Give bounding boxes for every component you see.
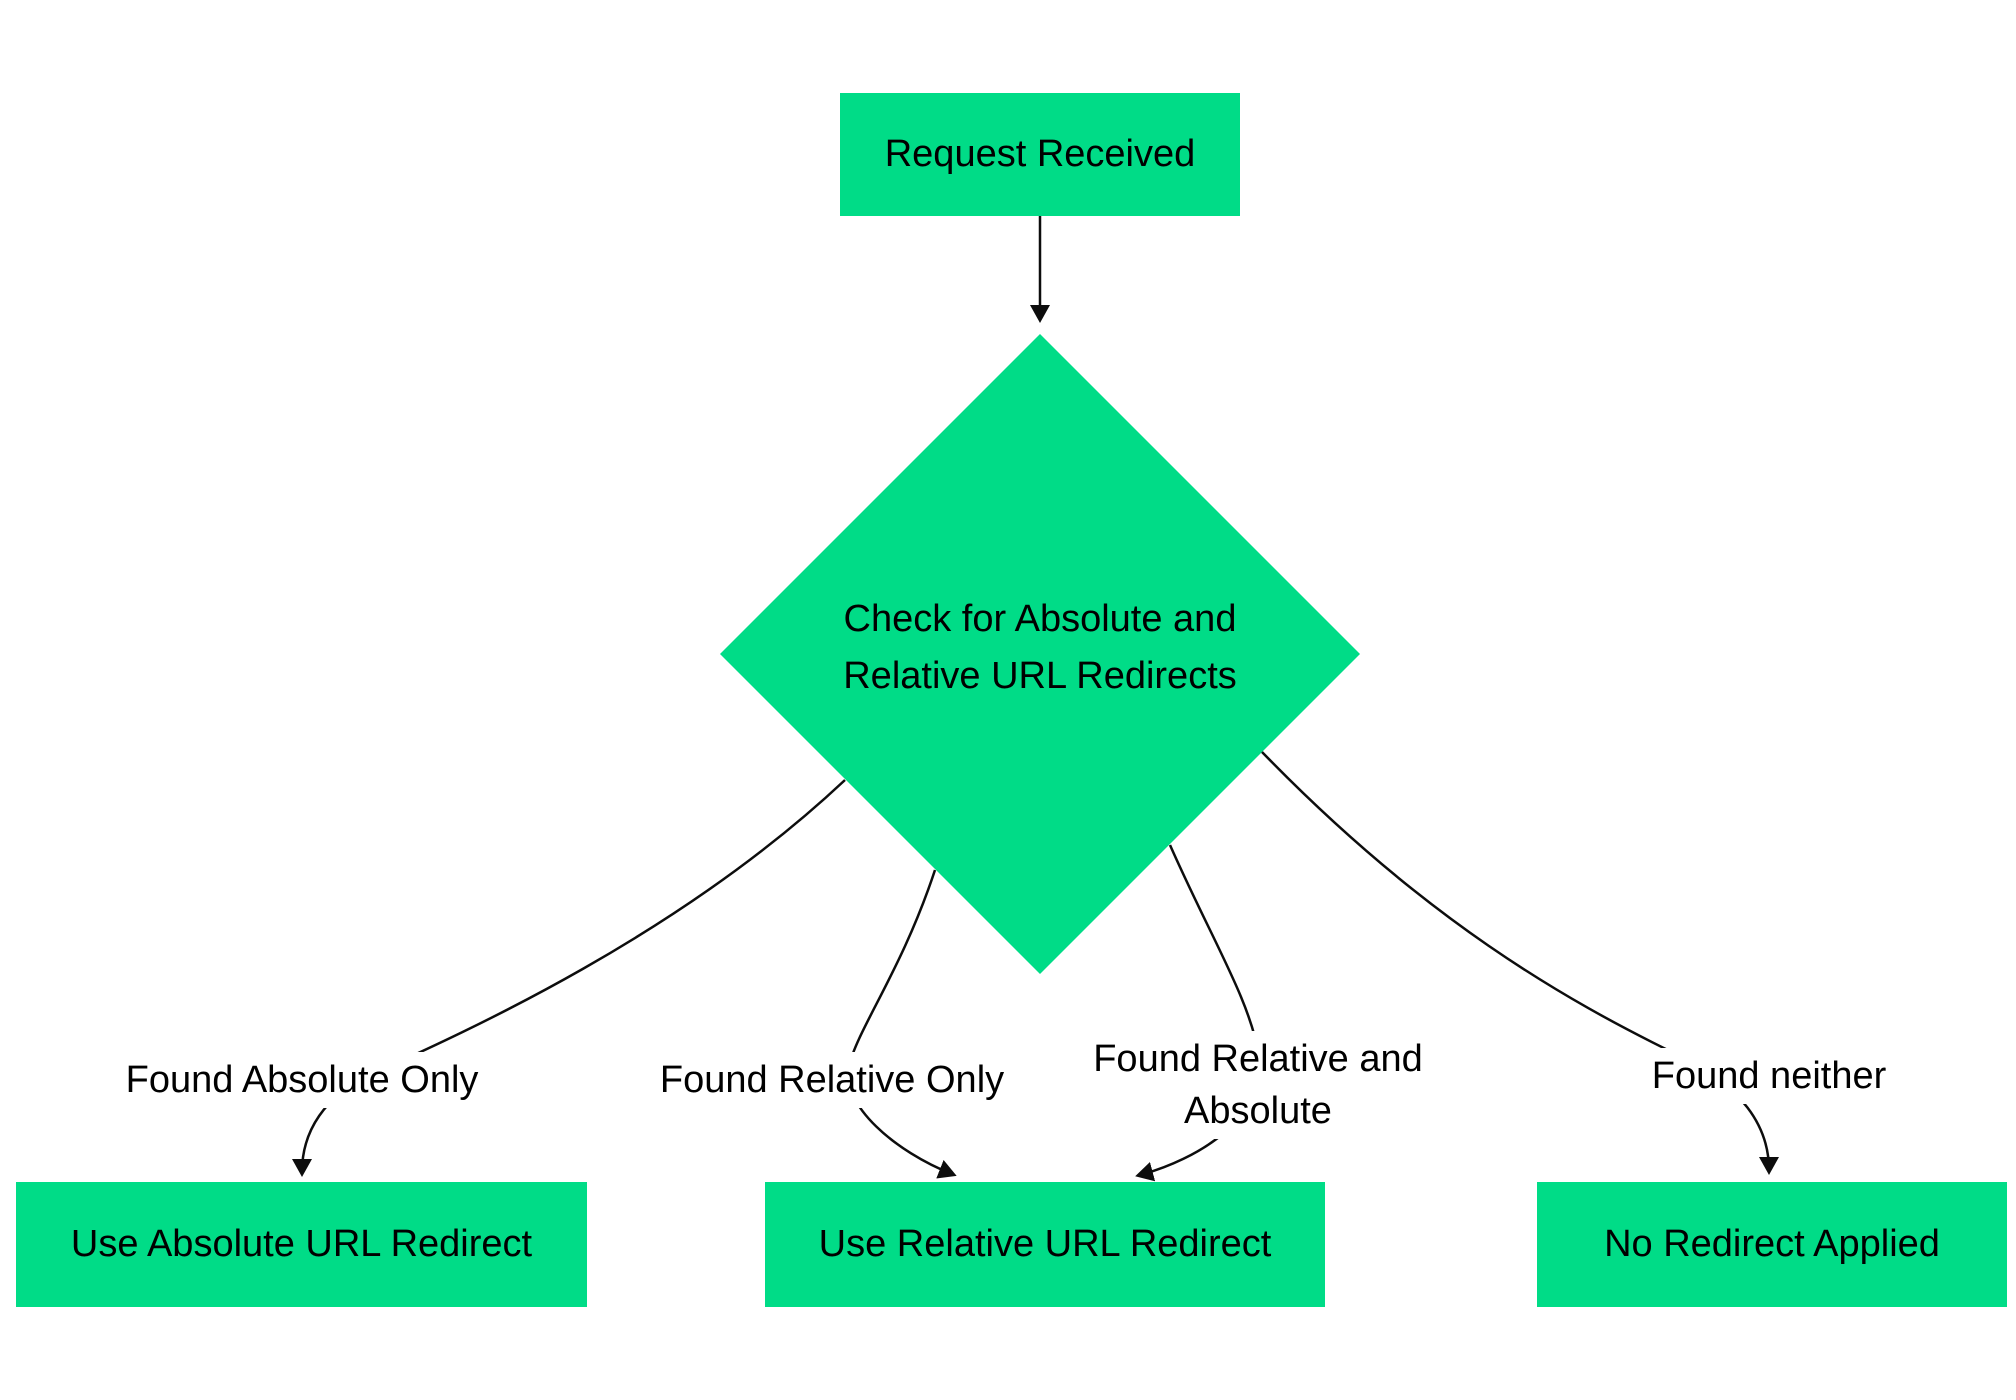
edge-decision-to-use-relative-left (846, 869, 957, 1179)
node-use-absolute-url-redirect-label: Use Absolute URL Redirect (70, 1222, 533, 1265)
node-request-received: Request Received (840, 93, 1240, 216)
node-no-redirect-applied: No Redirect Applied (1537, 1182, 2007, 1307)
node-decision-label-line2: Relative URL Redirects (843, 655, 1237, 697)
edge-label-found-relative-and-absolute: Found Relative and Absolute (1083, 1031, 1433, 1139)
edge-decision-to-use-absolute (292, 779, 846, 1177)
node-request-received-label: Request Received (884, 132, 1196, 175)
decision-diamond-shape (720, 334, 1360, 974)
node-no-redirect-applied-label: No Redirect Applied (1604, 1222, 1940, 1265)
edge-label-found-relative-and-absolute-line1: Found Relative and (1093, 1038, 1423, 1080)
edge-label-found-relative-and-absolute-line2: Absolute (1184, 1090, 1332, 1132)
edge-label-found-absolute-only: Found Absolute Only (115, 1052, 489, 1108)
node-use-absolute-url-redirect: Use Absolute URL Redirect (16, 1182, 587, 1307)
edge-decision-to-no-redirect (1261, 751, 1779, 1175)
edge-label-found-neither: Found neither (1641, 1048, 1897, 1104)
node-use-relative-url-redirect: Use Relative URL Redirect (765, 1182, 1325, 1307)
node-decision-label: Check for Absolute and Relative URL Redi… (843, 591, 1237, 705)
node-use-relative-url-redirect-label: Use Relative URL Redirect (818, 1222, 1272, 1265)
edge-label-found-relative-only: Found Relative Only (649, 1052, 1015, 1108)
node-decision-label-line1: Check for Absolute and (843, 598, 1237, 640)
